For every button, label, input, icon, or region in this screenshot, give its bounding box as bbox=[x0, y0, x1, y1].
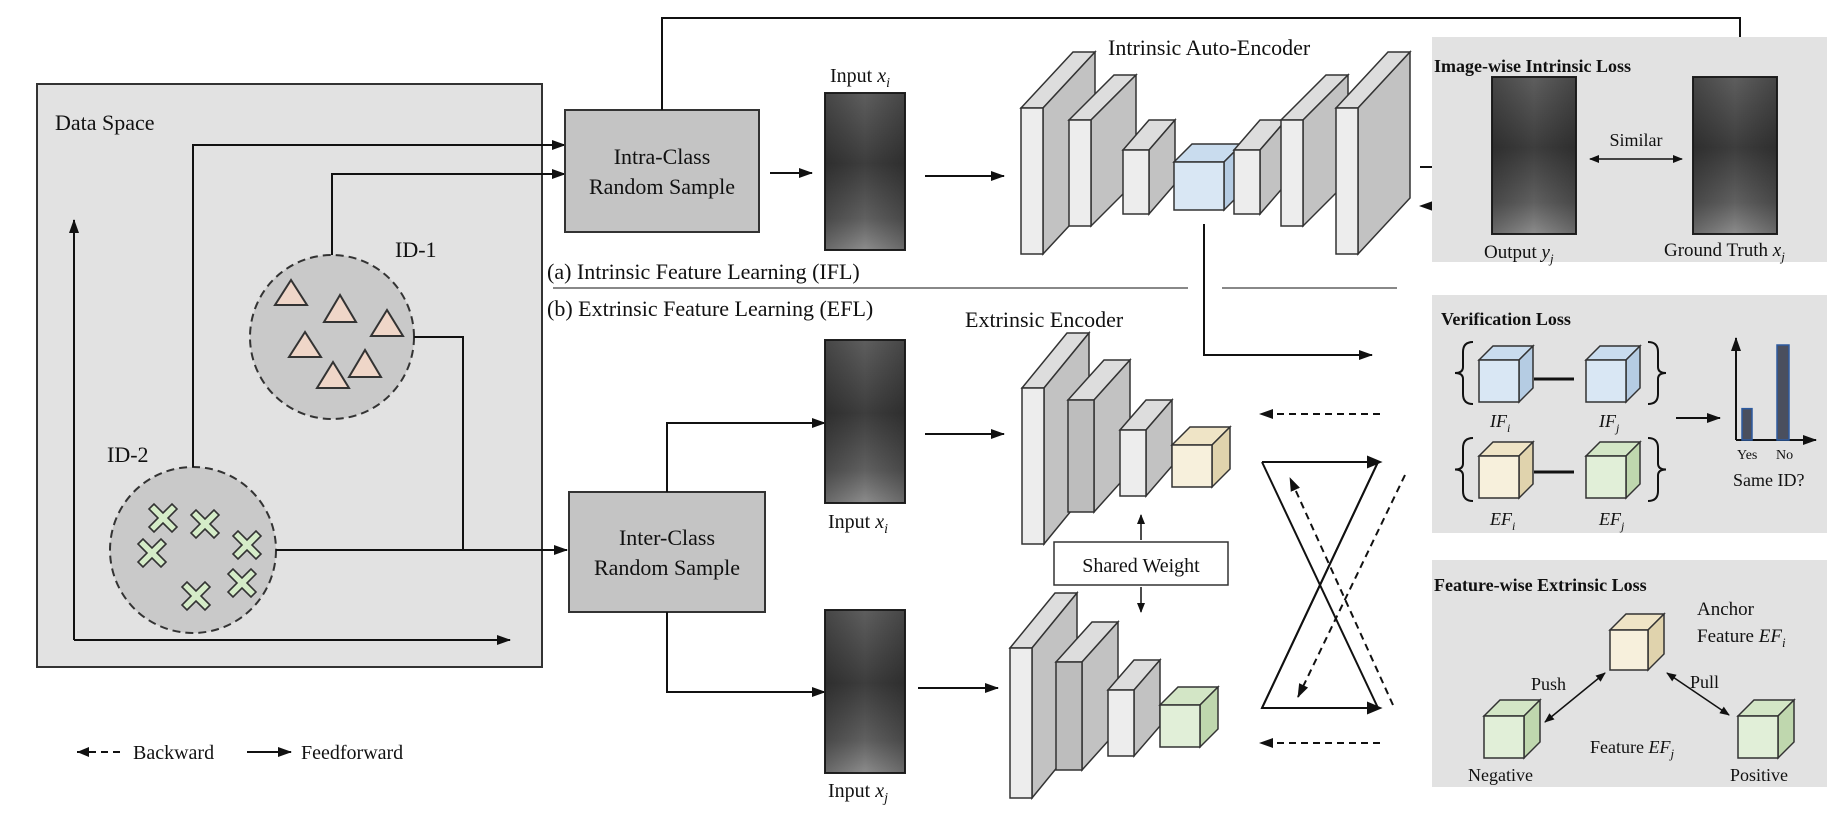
svg-text:Feature EFj: Feature EFj bbox=[1590, 737, 1674, 761]
svg-text:EFj: EFj bbox=[1598, 509, 1625, 533]
bottleneck-cube bbox=[1172, 142, 1244, 212]
decoder-layer bbox=[1334, 50, 1412, 256]
same-id-label: Same ID? bbox=[1733, 470, 1804, 490]
extrinsic-pair bbox=[1454, 437, 1667, 502]
feature-cube bbox=[1158, 685, 1220, 749]
feature-loss-panel: Feature-wise Extrinsic Loss Anchor Featu… bbox=[1432, 560, 1827, 787]
encoder-layer bbox=[1121, 117, 1177, 217]
positive-cube bbox=[1736, 698, 1796, 760]
id2-label: ID-2 bbox=[107, 442, 149, 467]
ifl-label: (a) Intrinsic Feature Learning (IFL) bbox=[547, 259, 860, 284]
negative-label: Negative bbox=[1468, 765, 1533, 785]
svg-text:Input xi: Input xi bbox=[828, 511, 888, 537]
legend-backward: Backward bbox=[133, 742, 214, 764]
svg-text:Shared Weight: Shared Weight bbox=[1082, 555, 1200, 577]
anchor-label: Anchor bbox=[1697, 599, 1755, 620]
pull-label: Pull bbox=[1690, 672, 1719, 692]
image-loss-title: Image-wise Intrinsic Loss bbox=[1434, 56, 1631, 76]
id1-label: ID-1 bbox=[395, 237, 437, 262]
svg-text:Ground Truth xj: Ground Truth xj bbox=[1664, 240, 1785, 264]
auto-encoder-title: Intrinsic Auto-Encoder bbox=[1108, 35, 1311, 60]
shared-weight-box: Shared Weight bbox=[1053, 514, 1229, 613]
extrinsic-layer bbox=[1118, 397, 1174, 499]
sample-flow-lines bbox=[192, 140, 568, 555]
input-image-top: Input xi bbox=[824, 65, 906, 251]
data-space-title: Data Space bbox=[55, 110, 155, 135]
decoder-layer bbox=[1232, 117, 1288, 217]
svg-text:IFi: IFi bbox=[1489, 411, 1510, 435]
intra-class-label-2: Random Sample bbox=[589, 174, 735, 199]
bar-no bbox=[1776, 344, 1790, 441]
inter-class-label-1: Inter-Class bbox=[619, 525, 715, 550]
similar-label: Similar bbox=[1610, 130, 1663, 150]
svg-text:Input xj: Input xj bbox=[828, 780, 888, 806]
bar-yes bbox=[1741, 407, 1753, 441]
intra-class-block: Intra-Class Random Sample bbox=[564, 109, 760, 233]
extrinsic-encoder-bottom bbox=[1008, 590, 1220, 801]
feature-cube bbox=[1170, 425, 1232, 489]
ef-i-cube bbox=[1477, 440, 1535, 500]
svg-text:Output yj: Output yj bbox=[1484, 242, 1554, 266]
if-i-cube bbox=[1477, 344, 1535, 404]
cross-forward-lines bbox=[1261, 461, 1379, 709]
input-image-bottom: Input xj bbox=[824, 609, 906, 806]
push-label: Push bbox=[1531, 674, 1566, 694]
positive-label: Positive bbox=[1730, 765, 1788, 785]
triangle-icon bbox=[273, 278, 405, 389]
intrinsic-pair bbox=[1454, 341, 1667, 405]
ef-j-cube bbox=[1584, 440, 1642, 500]
svg-text:EFi: EFi bbox=[1489, 509, 1515, 533]
inter-class-block: Inter-Class Random Sample bbox=[568, 491, 766, 613]
inter-class-label-2: Random Sample bbox=[594, 555, 740, 580]
legend: Backward Feedforward bbox=[77, 742, 403, 764]
feature-loss-title: Feature-wise Extrinsic Loss bbox=[1434, 575, 1647, 595]
image-loss-panel: Image-wise Intrinsic Loss Similar Output… bbox=[1432, 37, 1827, 266]
svg-text:Input xi: Input xi bbox=[830, 65, 890, 91]
verification-loss-panel: Verification Loss IFi IFj EFi EFj Yes No… bbox=[1432, 295, 1827, 533]
bar-no-label: No bbox=[1776, 448, 1793, 463]
negative-cube bbox=[1482, 698, 1542, 760]
extrinsic-layer bbox=[1106, 657, 1162, 759]
input-image-mid: Input xi bbox=[824, 339, 906, 537]
extrinsic-layer bbox=[1066, 358, 1132, 514]
backward-lines bbox=[1259, 409, 1406, 748]
extrinsic-encoder-top bbox=[1020, 330, 1232, 547]
intra-class-label-1: Intra-Class bbox=[614, 144, 711, 169]
if-j-cube bbox=[1584, 344, 1642, 404]
svg-text:IFj: IFj bbox=[1598, 411, 1620, 435]
efl-label: (b) Extrinsic Feature Learning (EFL) bbox=[547, 296, 873, 321]
cross-icon bbox=[136, 502, 263, 612]
intrinsic-auto-encoder: Intrinsic Auto-Encoder bbox=[1019, 35, 1412, 256]
verification-title: Verification Loss bbox=[1441, 309, 1571, 329]
svg-text:Feature EFi: Feature EFi bbox=[1697, 626, 1786, 650]
bar-yes-label: Yes bbox=[1737, 448, 1757, 463]
legend-feedforward: Feedforward bbox=[301, 742, 403, 764]
anchor-cube bbox=[1608, 612, 1666, 672]
extrinsic-encoder-title: Extrinsic Encoder bbox=[965, 307, 1124, 332]
